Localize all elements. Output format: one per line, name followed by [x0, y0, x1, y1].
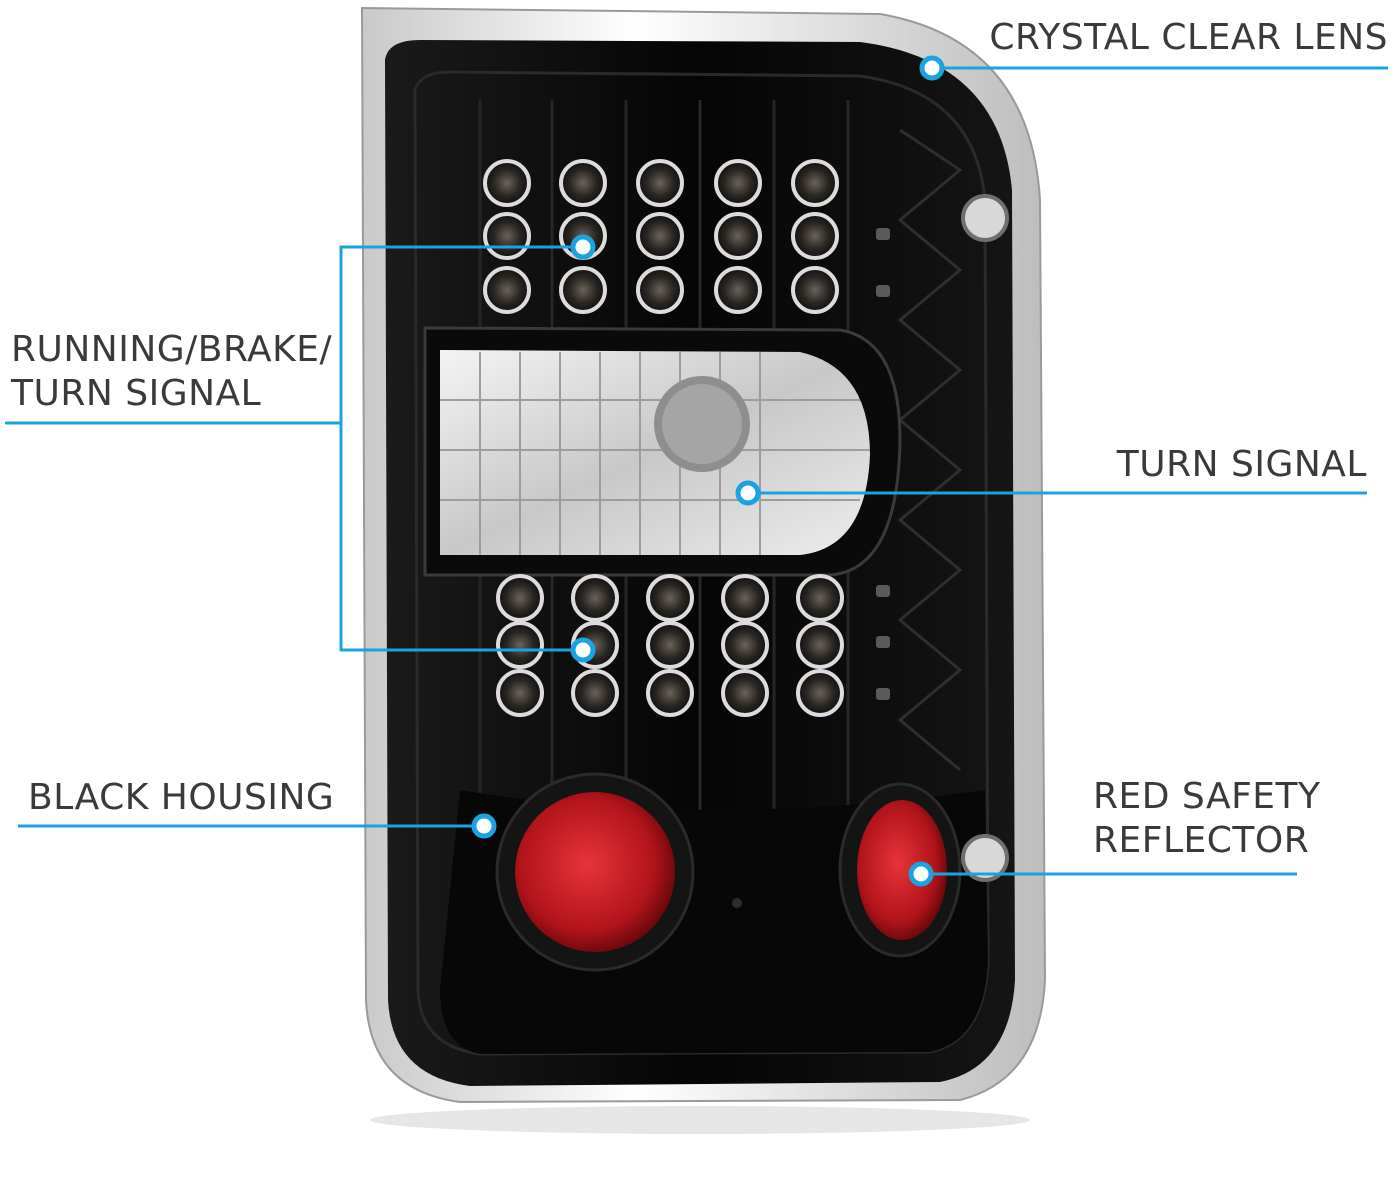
ground-shadow: [370, 1106, 1030, 1134]
callout-dot-housing: [471, 813, 497, 839]
label-black-housing: BLACK HOUSING: [28, 777, 335, 818]
callout-dot-running-lower: [570, 637, 596, 663]
side-texture: [897, 128, 963, 772]
callout-dot-turn: [735, 480, 761, 506]
turn-signal-bulb-core: [662, 384, 742, 464]
mount-hole: [732, 898, 742, 908]
red-reflector-right: [857, 800, 947, 940]
callout-dots: [471, 55, 945, 887]
mount-bolt-top: [961, 194, 1009, 242]
red-reflector-left: [515, 792, 675, 952]
label-running-brake-turn-signal: RUNNING/BRAKE/ TURN SIGNAL: [11, 328, 332, 416]
label-reflector-line2: REFLECTOR: [1093, 820, 1310, 861]
turn-signal-reflector: [440, 350, 870, 555]
label-running-line2: TURN SIGNAL: [11, 373, 262, 414]
callout-dot-running-upper: [570, 234, 596, 260]
mount-bolt-bottom: [961, 834, 1009, 882]
label-reflector-line1: RED SAFETY: [1093, 776, 1321, 817]
label-turn-signal: TURN SIGNAL: [1116, 444, 1367, 485]
callout-lines: [5, 66, 1388, 876]
label-running-line1: RUNNING/BRAKE/: [11, 329, 333, 370]
callout-dot-reflector: [908, 861, 934, 887]
callout-line-running: [5, 245, 583, 652]
reflector-grid: [440, 352, 870, 555]
label-red-safety-reflector: RED SAFETY REFLECTOR: [1093, 775, 1321, 863]
lower-led-cluster: [496, 574, 844, 717]
side-led-dots: [876, 228, 890, 700]
callout-dot-lens: [919, 55, 945, 81]
label-crystal-clear-lens: CRYSTAL CLEAR LENS: [989, 17, 1388, 58]
